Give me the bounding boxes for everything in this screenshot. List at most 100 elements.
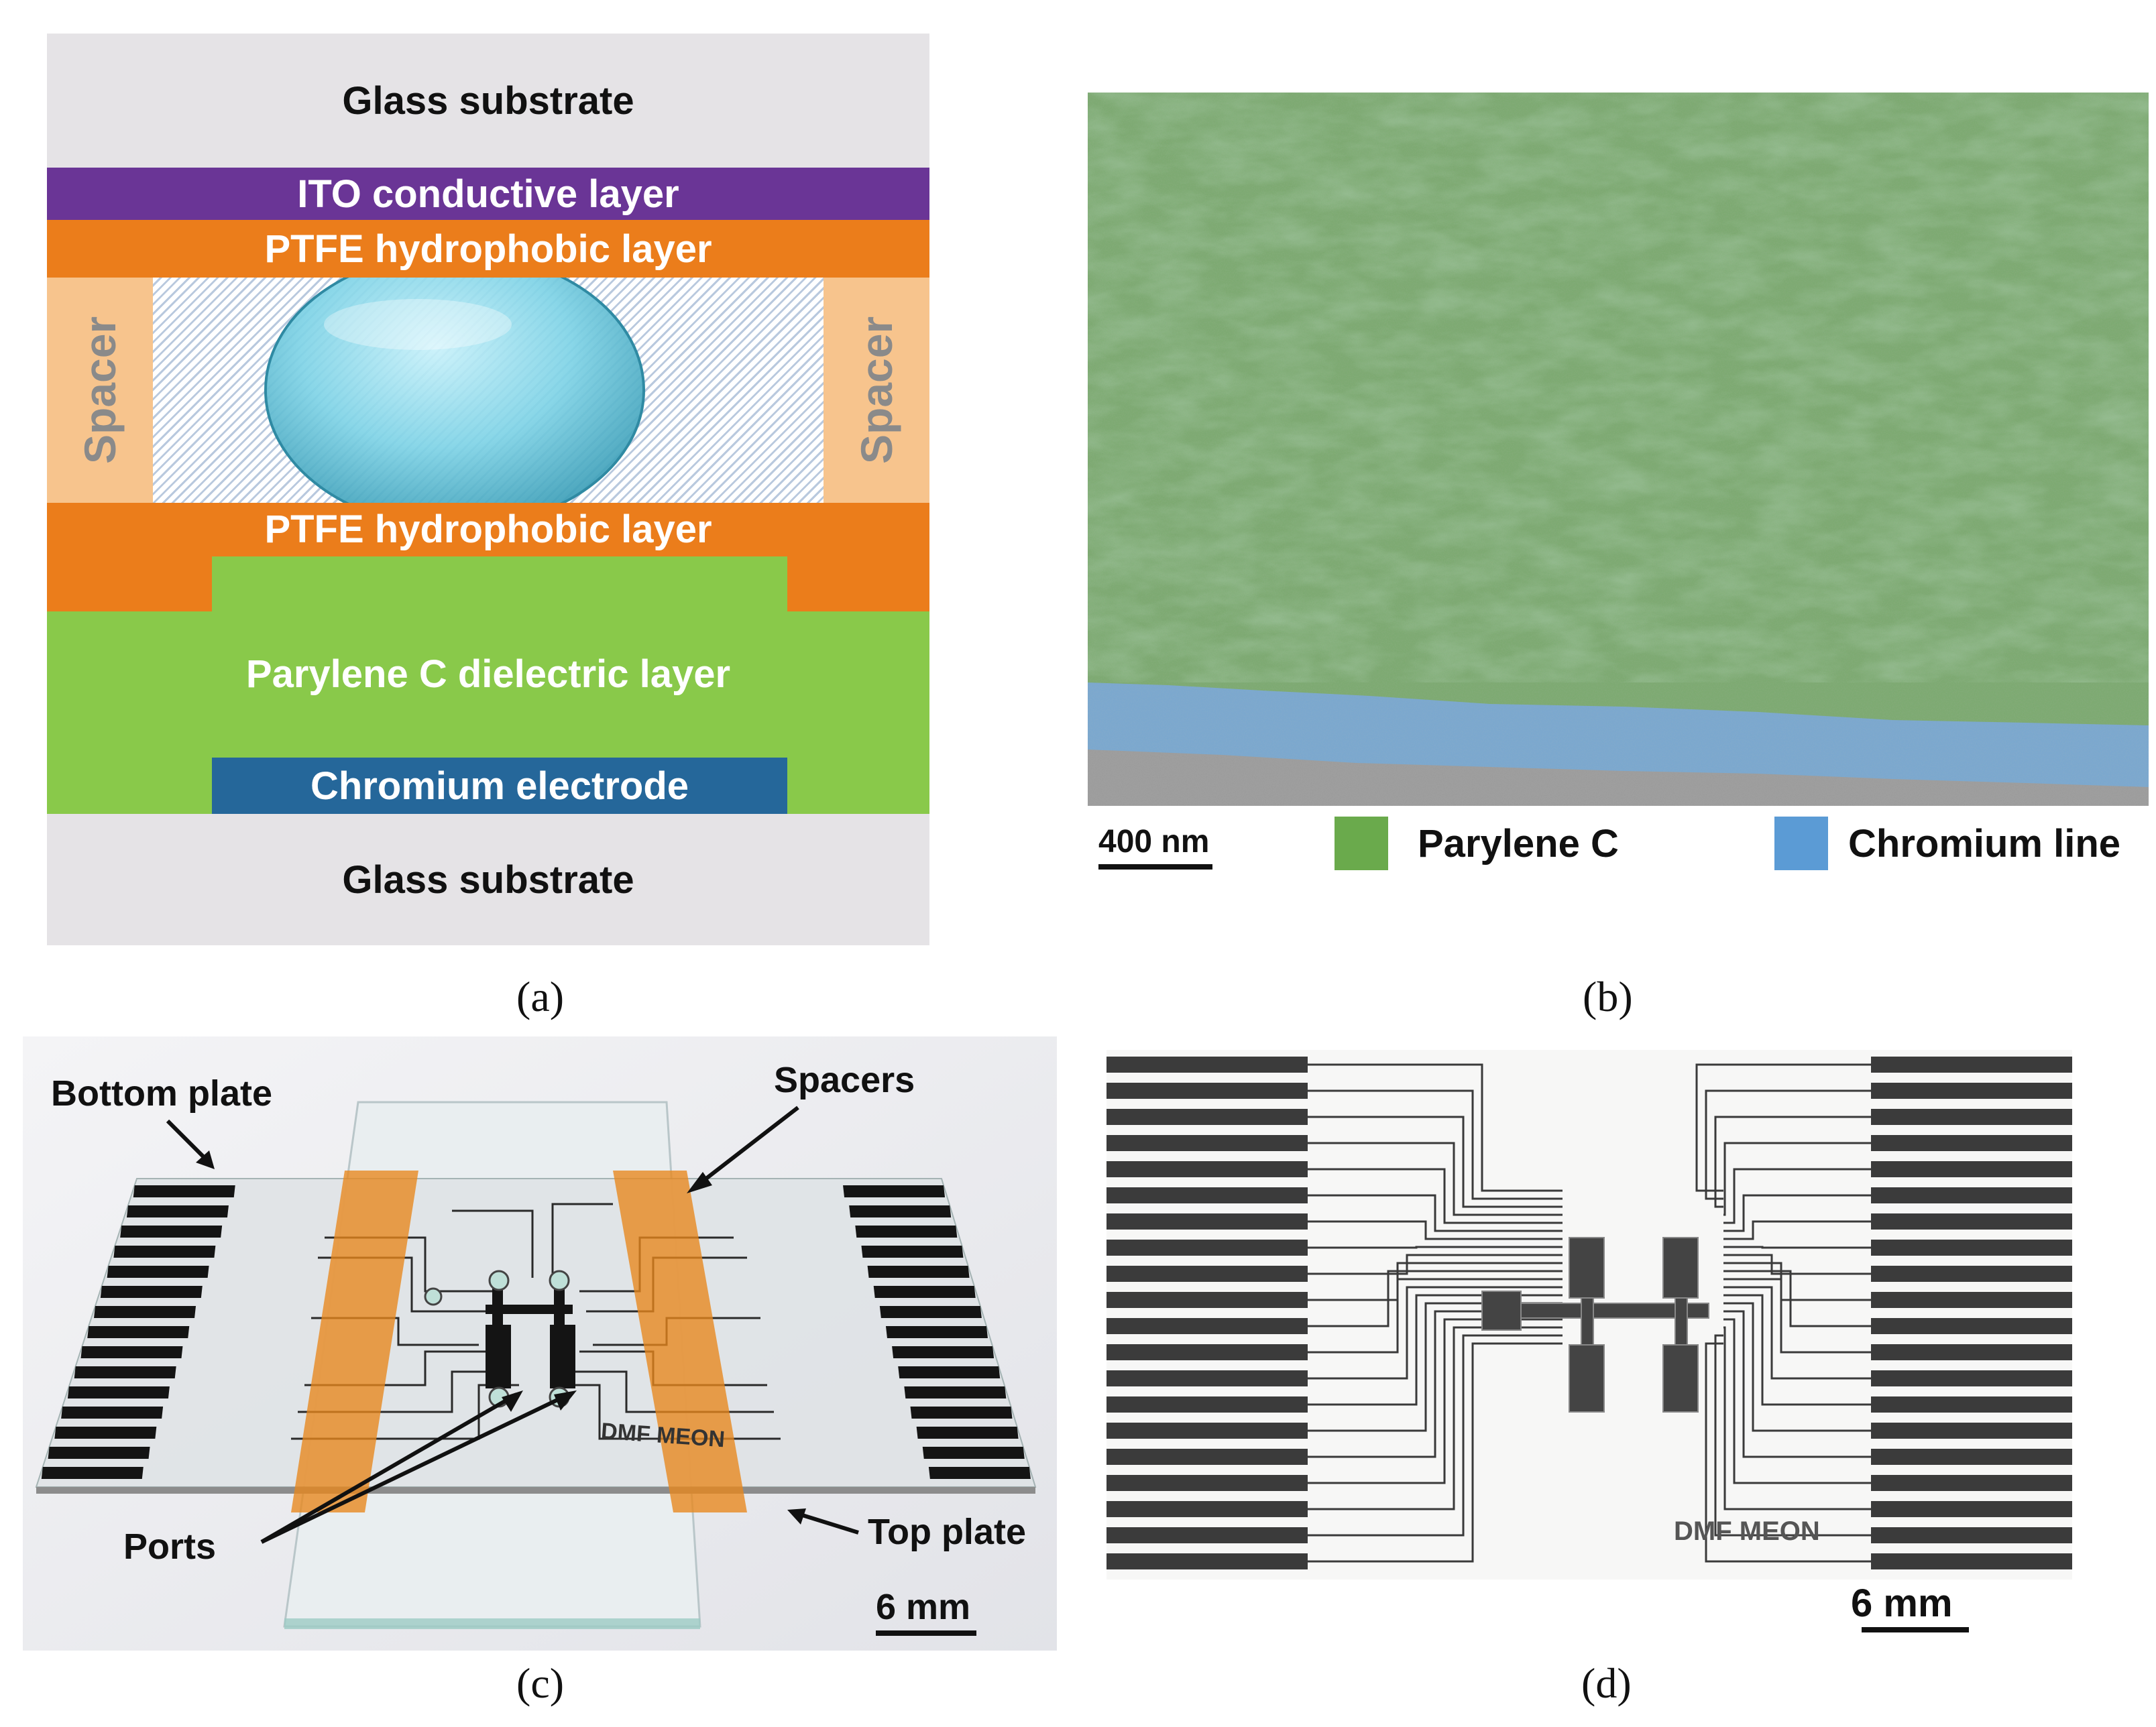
arrow-top-plate <box>787 1508 859 1535</box>
contact-pad-right <box>1871 1213 2072 1230</box>
ptfe-layer-top: PTFE hydrophobic layer <box>47 220 929 278</box>
trace-left <box>1308 1286 1563 1380</box>
trace-right <box>1714 1334 1871 1537</box>
contact-pad-left <box>1107 1344 1308 1360</box>
contact-pad-left <box>1107 1135 1308 1151</box>
caption-c: (c) <box>516 1659 565 1707</box>
trace-right <box>1723 1310 1871 1458</box>
contact-pad-right <box>1871 1396 2072 1413</box>
trace-left <box>1308 1089 1563 1200</box>
glass-substrate-top-label: Glass substrate <box>342 78 634 123</box>
contact-pad-right <box>861 1246 964 1258</box>
contact-pad-left <box>107 1266 209 1278</box>
contact-pad-right <box>1871 1553 2072 1569</box>
contact-pad-right <box>1871 1109 2072 1125</box>
contact-pad-left <box>74 1366 176 1378</box>
contact-pad-left <box>1107 1266 1308 1282</box>
contact-pad-right <box>1871 1266 2072 1282</box>
contact-pad-left <box>1107 1161 1308 1177</box>
parylene-layer-label: Parylene C dielectric layer <box>245 652 731 696</box>
trace-right <box>1723 1270 1871 1327</box>
contact-pad-right <box>873 1286 976 1298</box>
label-spacers: Spacers <box>774 1060 915 1100</box>
scale-bar-b-line <box>1098 864 1212 870</box>
device-photo <box>23 1036 1057 1651</box>
contact-pad-left <box>1107 1475 1308 1491</box>
contact-pad-right <box>1871 1370 2072 1386</box>
contact-pad-left <box>113 1246 216 1258</box>
contact-pad-left <box>54 1427 157 1439</box>
trace-right <box>1695 1063 1871 1192</box>
spacer-left: Spacer <box>47 278 153 503</box>
scale-bar-c: 6 mm <box>876 1586 976 1636</box>
trace-right <box>1723 1302 1871 1432</box>
contact-pad-left <box>1107 1318 1308 1334</box>
trace-right <box>1723 1168 1871 1224</box>
contact-pad-right <box>843 1185 946 1197</box>
scale-bar-d-label: 6 mm <box>1851 1582 1953 1625</box>
chromium-electrode-label: Chromium electrode <box>310 764 689 808</box>
contact-pad-right <box>849 1205 952 1217</box>
trace-right <box>1714 1116 1871 1208</box>
legend-chromium-label: Chromium line <box>1848 821 2121 866</box>
trace-right <box>1723 1254 1871 1275</box>
trace-left <box>1308 1342 1563 1563</box>
legend-chromium: Chromium line <box>1774 817 2120 870</box>
legend-parylene: Parylene C <box>1335 817 1619 870</box>
arrow-spacers <box>687 1106 799 1193</box>
contact-pad-right <box>1871 1057 2072 1073</box>
contact-pad-right <box>892 1346 995 1358</box>
scale-bar-b-label: 400 nm <box>1098 824 1210 859</box>
glass-substrate-bottom-label: Glass substrate <box>342 857 634 902</box>
trace-left <box>1308 1220 1563 1240</box>
contact-pad-left <box>1107 1423 1308 1439</box>
contact-pad-right <box>910 1407 1013 1419</box>
panel-a: Glass substrate ITO conductive layer PTF… <box>47 34 929 945</box>
glass-substrate-top: Glass substrate <box>47 34 929 168</box>
caption-a: (a) <box>516 973 565 1020</box>
parylene-text: Parylene C dielectric layer <box>47 623 929 724</box>
trace-left <box>1308 1116 1563 1208</box>
contact-pad-left <box>100 1286 203 1298</box>
contact-pad-left <box>1107 1449 1308 1465</box>
scale-bar-d: 6 mm <box>1851 1581 1969 1632</box>
contact-pad-right <box>879 1306 982 1318</box>
scale-bar-d-line <box>1862 1627 1969 1632</box>
trace-left <box>1308 1142 1563 1216</box>
contact-pad-right <box>1871 1344 2072 1360</box>
spacer-right: Spacer <box>824 278 929 503</box>
legend-parylene-swatch <box>1335 817 1388 870</box>
contact-pad-left <box>80 1346 183 1358</box>
arrow-ports <box>260 1390 577 1544</box>
scale-bar-b: 400 nm <box>1098 823 1219 870</box>
caption-b: (b) <box>1583 973 1633 1020</box>
trace-right <box>1723 1142 1871 1216</box>
contact-pad-left <box>1107 1057 1308 1073</box>
contact-pad-left <box>1107 1083 1308 1099</box>
contact-pad-right <box>904 1386 1007 1398</box>
trace-right <box>1723 1220 1871 1240</box>
contact-pad-left <box>1107 1213 1308 1230</box>
trace-right <box>1723 1194 1871 1232</box>
trace-left <box>1308 1254 1563 1275</box>
contact-pad-left <box>1107 1553 1308 1569</box>
ito-layer: ITO conductive layer <box>47 168 929 220</box>
contact-pad-right <box>1871 1449 2072 1465</box>
ptfe-layer-bottom-label: PTFE hydrophobic layer <box>264 507 712 551</box>
contact-pad-left <box>48 1447 150 1459</box>
sem-image <box>1088 93 2149 806</box>
device-text-d: DMF MEON <box>1674 1516 1820 1546</box>
contact-pad-right <box>898 1366 1001 1378</box>
contact-pad-left <box>133 1185 235 1197</box>
glass-substrate-bottom: Glass substrate <box>47 814 929 945</box>
contact-pad-left <box>120 1226 223 1238</box>
trace-left <box>1308 1246 1563 1249</box>
trace-right <box>1723 1246 1871 1249</box>
contact-pad-left <box>67 1386 170 1398</box>
contact-pad-right <box>1871 1423 2072 1439</box>
parylene-bump <box>212 556 787 611</box>
label-bottom-plate: Bottom plate <box>51 1073 272 1114</box>
trace-left <box>1308 1168 1563 1224</box>
contact-pad-left <box>1107 1370 1308 1386</box>
electrode-layout <box>1107 1050 2072 1580</box>
